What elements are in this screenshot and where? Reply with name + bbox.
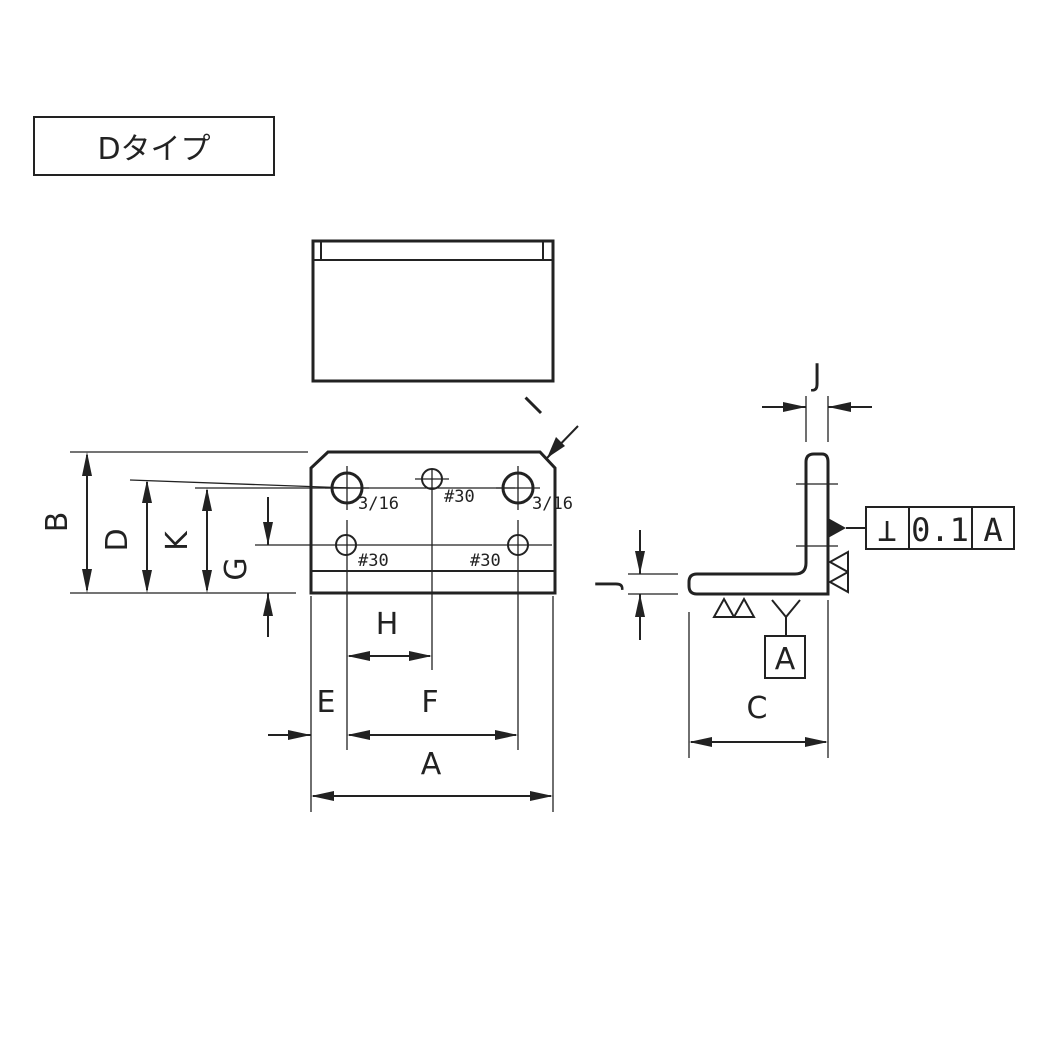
dim-label-D: D bbox=[100, 528, 135, 551]
dimension-E: E bbox=[268, 685, 370, 740]
dim-label-C: C bbox=[747, 691, 768, 726]
fcf-symbol: ⊥ bbox=[877, 511, 896, 549]
surface-finish-bottom bbox=[712, 596, 756, 618]
dimension-J-side: J bbox=[590, 530, 678, 640]
datum-label: A bbox=[775, 642, 796, 677]
fcf-datum: A bbox=[983, 511, 1002, 549]
feature-control-frame: ⊥ 0.1 A bbox=[828, 506, 1015, 550]
dimension-H: H bbox=[347, 607, 432, 661]
dimension-F: F bbox=[349, 685, 518, 740]
hole-label-small-right: #30 bbox=[470, 551, 501, 571]
dim-label-K: K bbox=[160, 530, 195, 551]
dimension-J-top: J bbox=[762, 358, 872, 442]
dim-label-B: B bbox=[40, 512, 75, 533]
dim-label-F: F bbox=[421, 685, 438, 720]
datum-A: A bbox=[764, 599, 806, 679]
hole-label-small-top: #30 bbox=[444, 487, 475, 507]
top-view bbox=[311, 239, 555, 383]
dimension-G: G bbox=[219, 497, 273, 637]
hole-label-large-right: 3/16 bbox=[532, 494, 573, 514]
dim-label-G: G bbox=[219, 557, 254, 580]
dimension-C: C bbox=[688, 600, 829, 758]
dim-label-J-top: J bbox=[811, 358, 822, 393]
dim-label-J-side: J bbox=[590, 580, 625, 591]
drawing-title: Dタイプ bbox=[33, 116, 275, 176]
side-view bbox=[687, 452, 838, 596]
dimension-A: A bbox=[311, 747, 553, 801]
dim-label-E: E bbox=[317, 685, 336, 720]
dimension-I: I bbox=[519, 391, 579, 459]
dimension-K: K bbox=[160, 488, 212, 593]
dimension-B: B bbox=[40, 452, 92, 593]
dimension-D: D bbox=[100, 480, 152, 593]
surface-finish-side bbox=[827, 550, 849, 594]
dim-label-A: A bbox=[421, 747, 442, 782]
dim-label-H: H bbox=[376, 607, 399, 642]
front-view bbox=[309, 450, 557, 595]
dim-label-I: I bbox=[519, 391, 550, 422]
hole-label-large-left: 3/16 bbox=[358, 494, 399, 514]
fcf-value: 0.1 bbox=[911, 511, 969, 549]
hole-label-small-left: #30 bbox=[358, 551, 389, 571]
